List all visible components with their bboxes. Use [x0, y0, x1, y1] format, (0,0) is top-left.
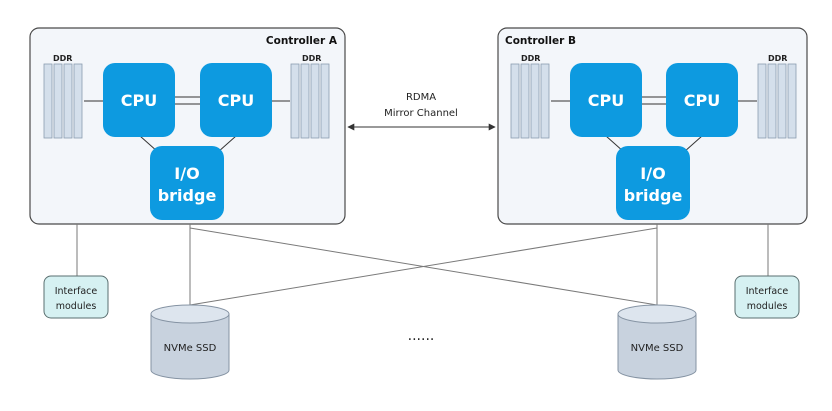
ddr-stick: [520, 63, 530, 139]
ddr-label: DDR: [521, 54, 540, 63]
cpu-label: CPU: [218, 91, 254, 110]
interface-label-line1: Interface: [55, 286, 98, 297]
ddr-stick: [320, 63, 330, 139]
ddr-stick: [777, 63, 787, 139]
cpu-label: CPU: [121, 91, 157, 110]
ddr-stick: [63, 63, 73, 139]
cpu-label: CPU: [588, 91, 624, 110]
interface-modules-box: [43, 275, 109, 319]
controller-a-title: Controller A: [266, 35, 338, 47]
controller-b: Controller B DDR DDR CPU CPU: [497, 27, 808, 225]
interface-modules-box: [734, 275, 800, 319]
controller-a-ddr-left: DDR: [43, 54, 83, 139]
rdma-mirror-channel: RDMA Mirror Channel: [347, 92, 496, 131]
ddr-stick: [300, 63, 310, 139]
cpu-label: CPU: [684, 91, 720, 110]
io-bridge-label-line1: I/O: [640, 164, 665, 183]
ddr-stick: [787, 63, 797, 139]
interface-label-line1: Interface: [746, 286, 789, 297]
interface-modules-right: Interface modules: [734, 275, 800, 319]
cpu-chip: [200, 63, 272, 137]
ssd-cylinder-body: [617, 313, 697, 380]
nvme-ssd-right: NVMe SSD: [617, 304, 697, 380]
interface-label-line2: modules: [56, 301, 97, 312]
controller-a: Controller A DDR DDR CPU CPU: [29, 27, 346, 225]
ddr-label: DDR: [53, 54, 72, 63]
ddr-stick: [43, 63, 53, 139]
ddr-stick: [53, 63, 63, 139]
nvme-ssd-left: NVMe SSD: [150, 304, 230, 380]
ddr-stick: [310, 63, 320, 139]
ddr-stick: [510, 63, 520, 139]
controller-a-ddr-right: DDR: [290, 54, 330, 139]
ddr-stick: [757, 63, 767, 139]
ssd-cylinder-top: [150, 304, 230, 324]
ssd-cylinder-top: [617, 304, 697, 324]
rdma-label-line2: Mirror Channel: [384, 108, 458, 119]
controller-b-title: Controller B: [505, 35, 576, 47]
ssd-link: [189, 227, 658, 306]
io-bridge-chip: [150, 146, 224, 220]
ddr-label: DDR: [768, 54, 787, 63]
io-bridge-label-line2: bridge: [624, 186, 683, 205]
cpu-chip: [103, 63, 175, 137]
rdma-label-line1: RDMA: [406, 92, 436, 103]
cpu-io-link: [683, 135, 703, 153]
ddr-stick: [73, 63, 83, 139]
controller-b-ddr-left: DDR: [510, 54, 550, 139]
io-bridge-chip: [616, 146, 690, 220]
ddr-stick: [540, 63, 550, 139]
ddr-stick: [290, 63, 300, 139]
controller-b-ddr-right: DDR: [757, 54, 797, 139]
ddr-stick: [767, 63, 777, 139]
ddr-label: DDR: [302, 54, 321, 63]
ssd-label: NVMe SSD: [164, 343, 217, 354]
ddr-stick: [530, 63, 540, 139]
cpu-chip: [570, 63, 642, 137]
io-bridge-label-line1: I/O: [174, 164, 199, 183]
ssd-cylinder-body: [150, 313, 230, 380]
ssd-label: NVMe SSD: [631, 343, 684, 354]
interface-label-line2: modules: [747, 301, 788, 312]
ellipsis: ......: [408, 328, 435, 344]
io-bridge-label-line2: bridge: [158, 186, 217, 205]
cpu-io-link: [217, 135, 237, 153]
cpu-chip: [666, 63, 738, 137]
interface-modules-left: Interface modules: [43, 275, 109, 319]
